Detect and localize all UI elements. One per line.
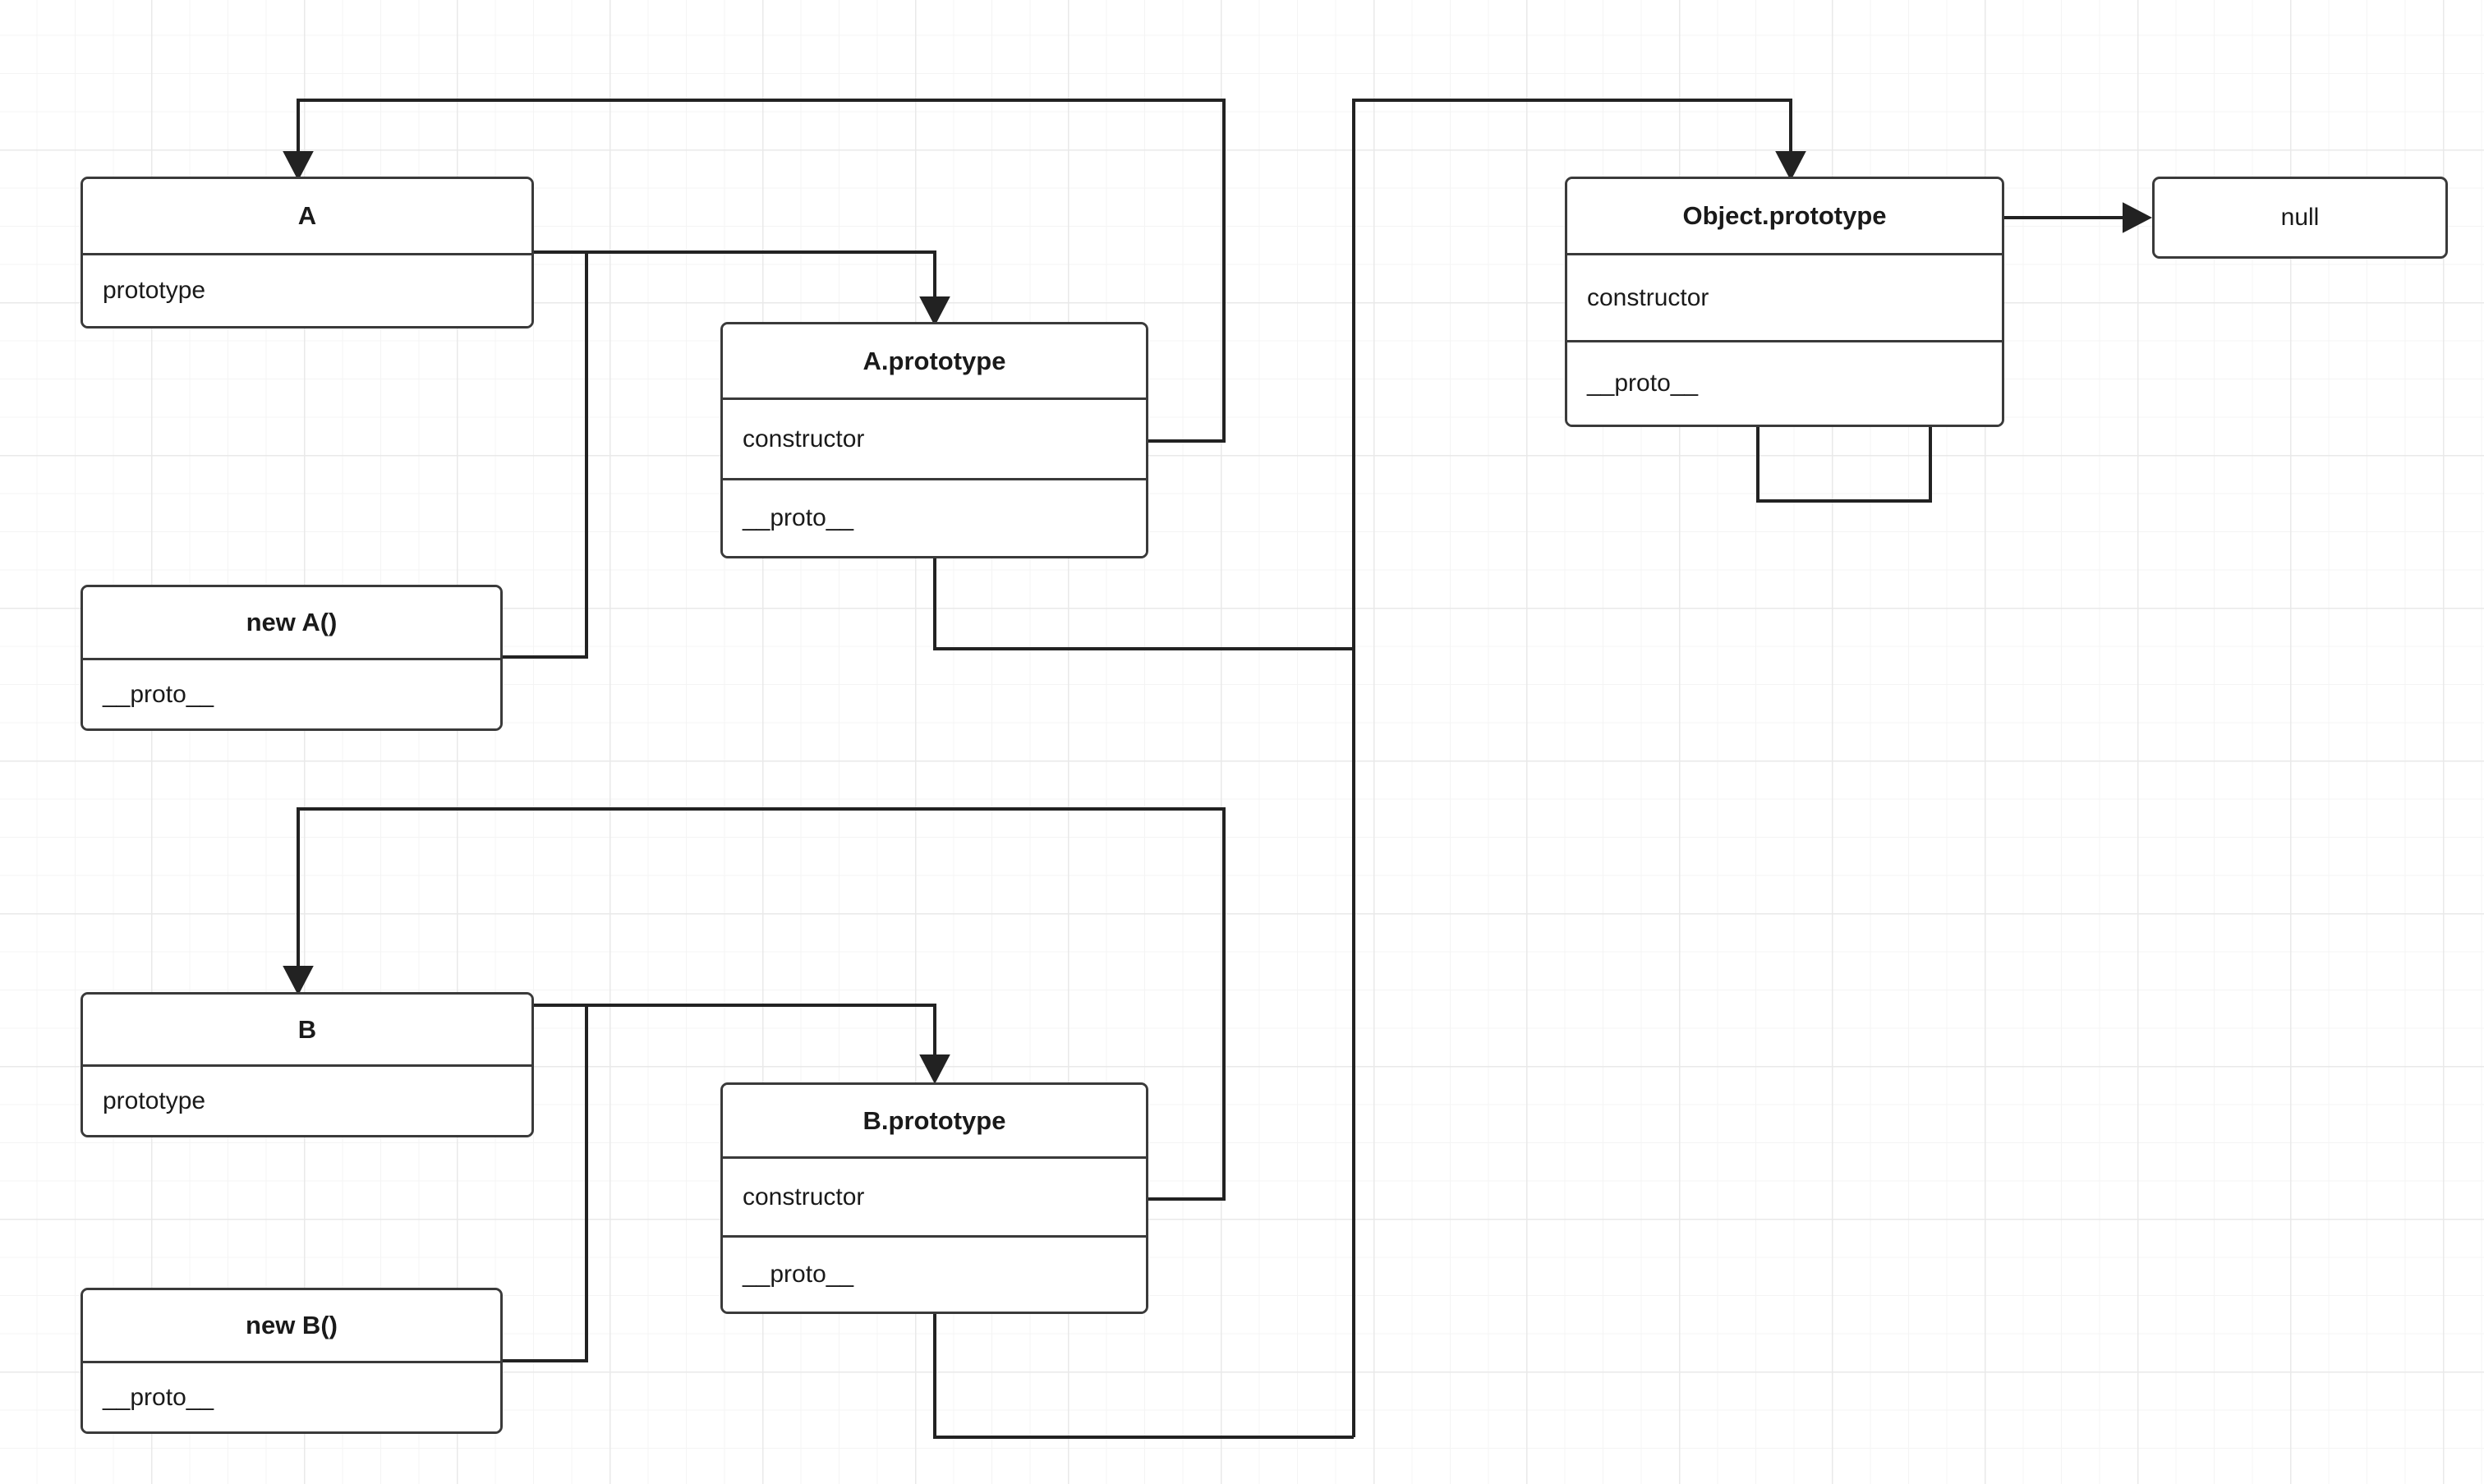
node-row-new-A-proto[interactable]: __proto__ xyxy=(83,660,500,728)
node-row-A-prototype-constructor[interactable]: constructor xyxy=(723,400,1146,478)
connector-B-prototype-to-Bprototype xyxy=(534,1004,950,1084)
node-new-A[interactable]: new A()__proto__ xyxy=(80,585,503,731)
node-row-A-prototype[interactable]: prototype xyxy=(83,255,531,326)
node-row-Object-prototype-proto[interactable]: __proto__ xyxy=(1567,340,2002,425)
connector-Aprototype-proto-to-ObjectPrototype xyxy=(933,558,1354,650)
node-row-B-prototype[interactable]: prototype xyxy=(83,1067,531,1135)
node-row-Object-prototype-constructor[interactable]: constructor xyxy=(1567,255,2002,340)
node-header-A: A xyxy=(83,179,531,255)
node-row-new-B-proto[interactable]: __proto__ xyxy=(83,1363,500,1431)
node-row-B-prototype-proto[interactable]: __proto__ xyxy=(723,1235,1146,1312)
node-header-Object-prototype: Object.prototype xyxy=(1567,179,2002,255)
node-new-B[interactable]: new B()__proto__ xyxy=(80,1288,503,1434)
node-row-B-prototype-constructor[interactable]: constructor xyxy=(723,1159,1146,1235)
connector-Bprototype-proto-to-spine xyxy=(933,1314,1354,1439)
node-header-new-B: new B() xyxy=(83,1290,500,1363)
node-title-null: null xyxy=(2280,204,2320,231)
node-null[interactable]: null xyxy=(2152,177,2448,259)
node-header-A-prototype: A.prototype xyxy=(723,324,1146,400)
node-header-B: B xyxy=(83,995,531,1067)
node-row-A-prototype-proto[interactable]: __proto__ xyxy=(723,478,1146,556)
node-header-new-A: new A() xyxy=(83,587,500,660)
node-header-B-prototype: B.prototype xyxy=(723,1085,1146,1159)
connector-A-prototype-to-Aprototype xyxy=(534,250,950,326)
